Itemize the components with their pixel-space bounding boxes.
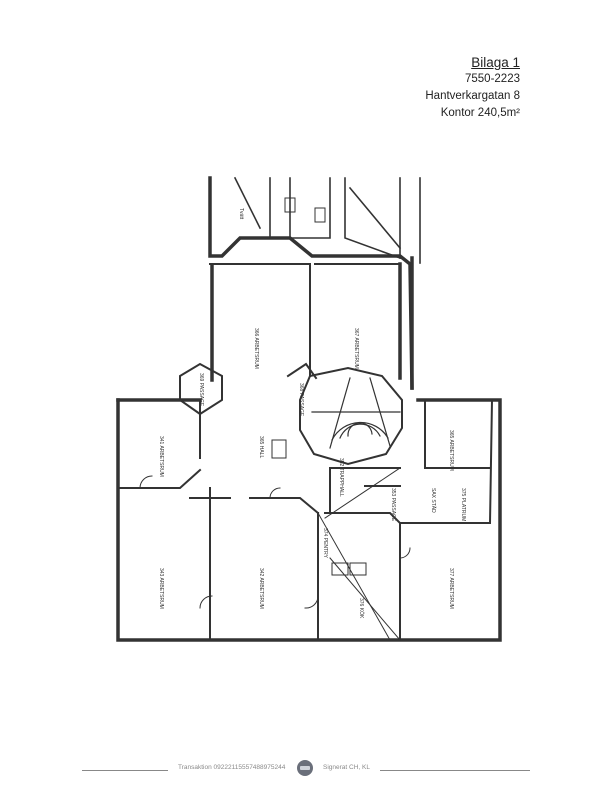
- footer-rule-left: [82, 770, 168, 771]
- svg-text:366 ARBETSRUM: 366 ARBETSRUM: [253, 328, 259, 369]
- floor-plan-drawing: 366 ARBETSRUM 367 ARBETSRUM 341 ARBETSRU…: [116, 176, 502, 642]
- svg-text:365 HALL: 365 HALL: [258, 436, 264, 458]
- reference-number: 7550-2223: [465, 73, 520, 85]
- signed-by: Signerat CH, KL: [323, 764, 370, 771]
- svg-text:343 ARBETSRUM: 343 ARBETSRUM: [158, 568, 164, 609]
- office-area: Kontor 240,5m²: [440, 107, 520, 119]
- transaction-id: Transaktion 09222115557488975244: [178, 764, 286, 771]
- svg-text:342 ARBETSRUM: 342 ARBETSRUM: [258, 568, 264, 609]
- svg-text:365 ARBETSRUM: 365 ARBETSRUM: [448, 430, 454, 471]
- svg-text:375 PLATRUM: 375 PLATRUM: [460, 488, 466, 521]
- svg-text:341 ARBETSRUM: 341 ARBETSRUM: [158, 436, 164, 477]
- svg-text:376 KÖK: 376 KÖK: [358, 598, 365, 619]
- svg-text:369 PASSAGE: 369 PASSAGE: [198, 373, 204, 407]
- svg-text:353 PASSAGE: 353 PASSAGE: [390, 488, 396, 522]
- document-header: Bilaga 1 7550-2223 Hantverkargatan 8 Kon…: [425, 54, 520, 122]
- svg-text:352 TRAPPHALL: 352 TRAPPHALL: [338, 458, 344, 497]
- svg-text:Tvätt: Tvätt: [238, 208, 244, 220]
- svg-text:SAX STÄD: SAX STÄD: [430, 488, 437, 513]
- svg-text:367 ARBETSRUM: 367 ARBETSRUM: [353, 328, 359, 369]
- signing-seal-icon: [297, 760, 313, 776]
- footer-rule-right: [380, 770, 530, 771]
- appendix-title: Bilaga 1: [471, 55, 520, 70]
- signature-footer: Transaktion 09222115557488975244 Signera…: [0, 759, 612, 783]
- svg-text:377 ARBETSRUM: 377 ARBETSRUM: [448, 568, 454, 609]
- svg-text:374 PENTRY: 374 PENTRY: [322, 528, 328, 559]
- street-address: Hantverkargatan 8: [425, 90, 520, 102]
- svg-text:368 PASSAGE: 368 PASSAGE: [298, 383, 304, 417]
